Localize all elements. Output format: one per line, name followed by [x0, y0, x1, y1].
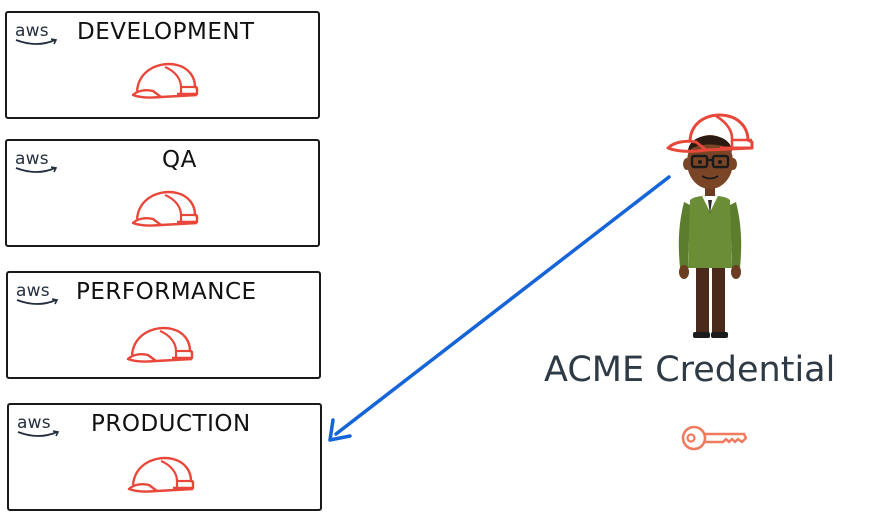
environment-box-production: aws PRODUCTION — [7, 403, 322, 511]
aws-smile-icon — [16, 298, 59, 305]
environment-box-performance: aws PERFORMANCE — [6, 271, 321, 379]
aws-smile-icon — [17, 430, 60, 437]
aws-logo-text: aws — [15, 149, 49, 169]
environment-label: PERFORMANCE — [76, 279, 257, 305]
hard-hat-icon — [127, 456, 195, 493]
key-icon — [681, 425, 748, 451]
hard-hat-icon — [131, 62, 199, 99]
environment-label: DEVELOPMENT — [77, 19, 255, 45]
environment-box-development: aws DEVELOPMENT — [5, 11, 320, 119]
aws-logo: aws — [15, 149, 63, 179]
aws-logo: aws — [16, 281, 64, 311]
aws-logo: aws — [17, 413, 65, 443]
aws-logo-text: aws — [16, 281, 50, 301]
aws-logo-text: aws — [17, 413, 51, 433]
aws-smile-icon — [15, 166, 58, 173]
person-illustration — [666, 113, 754, 338]
aws-logo-text: aws — [15, 21, 49, 41]
hard-hat-icon — [131, 190, 199, 227]
aws-logo: aws — [15, 21, 63, 51]
environment-label: PRODUCTION — [91, 411, 251, 437]
hard-hat-icon — [126, 326, 194, 363]
credential-label: ACME Credential — [544, 350, 836, 390]
aws-smile-icon — [15, 38, 58, 45]
environment-box-qa: aws QA — [5, 139, 320, 247]
environment-label: QA — [162, 147, 197, 173]
